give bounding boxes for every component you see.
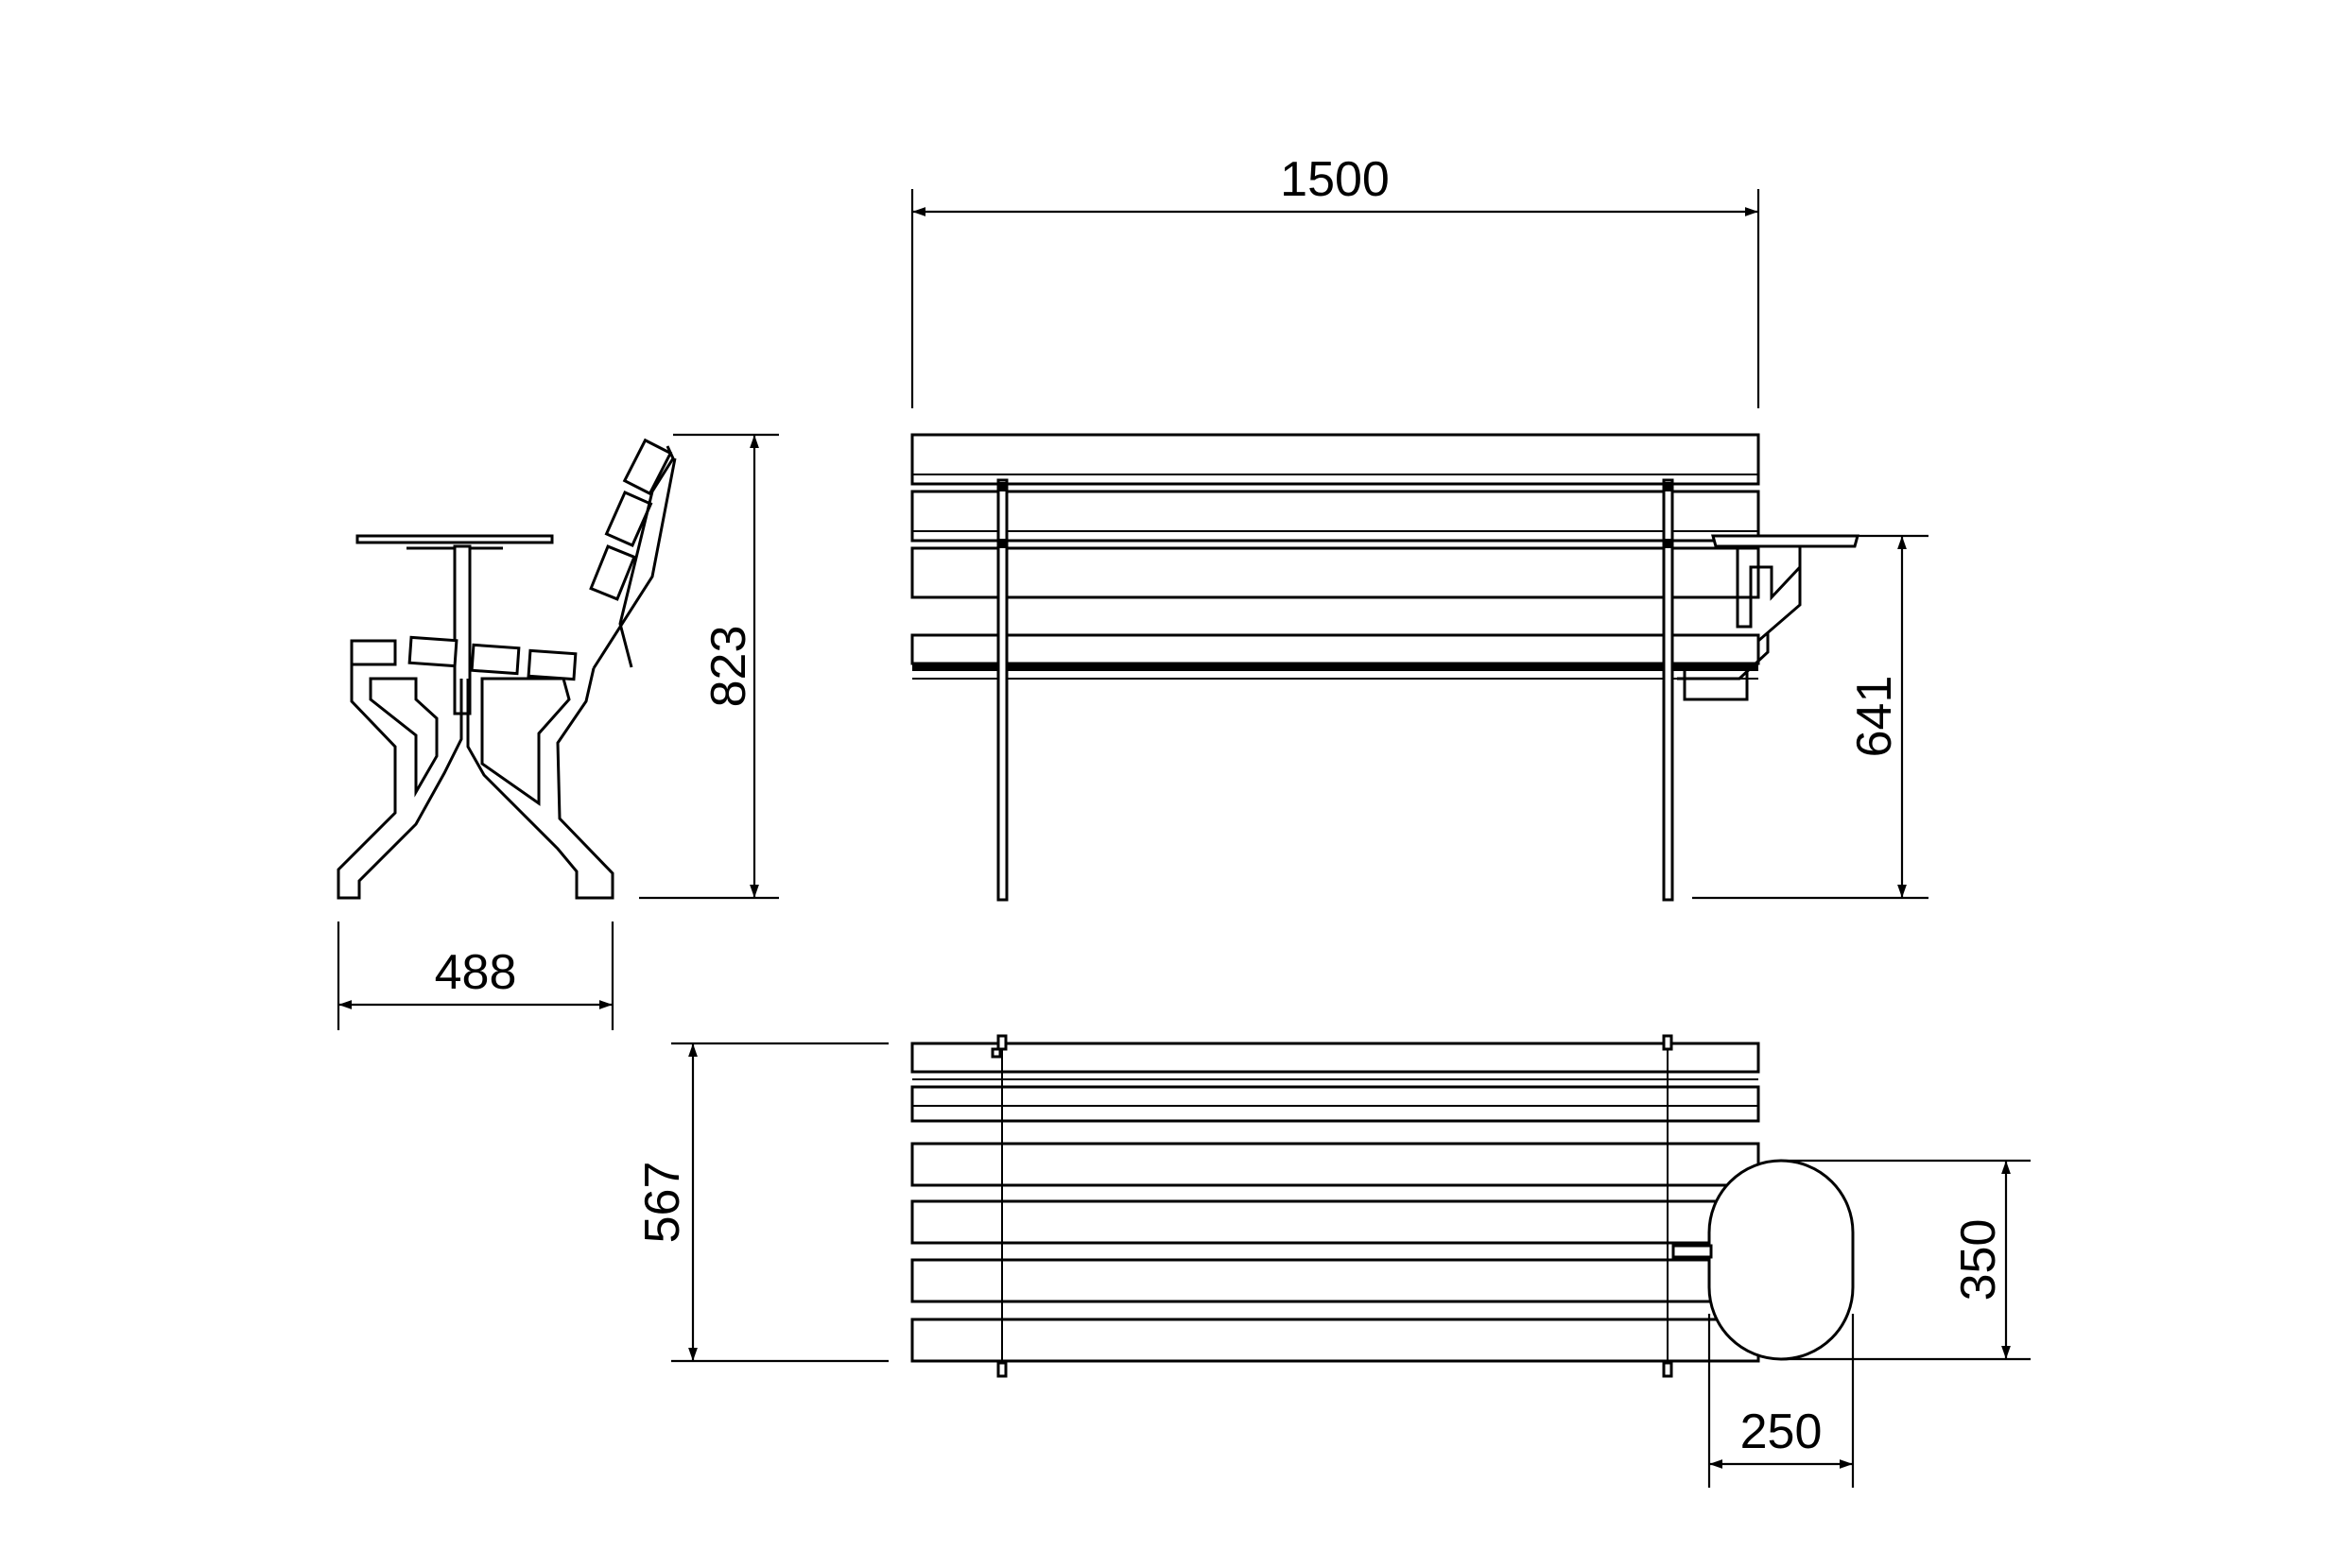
side-seat-slat bbox=[527, 648, 578, 681]
side-right-leg bbox=[466, 667, 614, 900]
side-seat-slat bbox=[407, 635, 458, 668]
top-seat-slat bbox=[910, 1318, 1760, 1363]
front-seat-slat bbox=[910, 633, 1760, 665]
dim-table-width: 250 bbox=[1707, 1314, 1855, 1488]
front-right-leg bbox=[1662, 478, 1674, 902]
dim-seat-depth: 567 bbox=[635, 1042, 889, 1363]
front-table-arm-inner bbox=[1677, 633, 1770, 681]
dim-table-depth: 350 bbox=[1781, 1159, 2031, 1361]
side-view bbox=[337, 438, 677, 900]
top-seat-slat bbox=[910, 1199, 1760, 1245]
top-seat-slat bbox=[910, 1142, 1760, 1187]
top-side-table bbox=[1707, 1159, 1855, 1361]
side-back-support bbox=[618, 445, 675, 668]
dim-label-1500: 1500 bbox=[1280, 152, 1390, 207]
dim-overall-height: 823 bbox=[639, 433, 779, 900]
side-back-slat bbox=[622, 438, 673, 496]
front-back-slat bbox=[910, 490, 1760, 543]
front-view bbox=[910, 433, 1859, 902]
dim-overall-length: 1500 bbox=[910, 152, 1760, 408]
dim-label-567: 567 bbox=[635, 1162, 690, 1244]
side-seat-slat bbox=[470, 643, 521, 676]
side-left-leg bbox=[337, 664, 463, 900]
front-table-arm bbox=[1683, 567, 1802, 701]
front-seat-shadow bbox=[912, 663, 1758, 671]
top-bolt bbox=[991, 1047, 1002, 1059]
side-seat-slat bbox=[350, 639, 397, 666]
side-right-leg-cutout bbox=[480, 677, 571, 806]
front-left-leg bbox=[996, 478, 1009, 902]
dim-label-823: 823 bbox=[701, 626, 756, 708]
top-view bbox=[910, 1034, 1855, 1378]
side-back-support-inner bbox=[592, 457, 677, 669]
top-back-slat bbox=[910, 1085, 1760, 1123]
dim-label-250: 250 bbox=[1740, 1404, 1823, 1459]
top-back-slat bbox=[910, 1042, 1760, 1074]
side-table-top bbox=[355, 534, 554, 544]
front-table-bracket bbox=[1736, 546, 1802, 629]
side-back-slat bbox=[589, 544, 636, 601]
side-left-leg-cutout bbox=[369, 677, 439, 798]
front-back-slat bbox=[910, 433, 1760, 486]
top-table-arm bbox=[1671, 1244, 1713, 1259]
dim-label-488: 488 bbox=[435, 945, 517, 1000]
front-back-slat bbox=[910, 546, 1760, 599]
side-back-slat bbox=[604, 490, 653, 548]
top-seat-slat bbox=[910, 1258, 1760, 1303]
dim-overall-depth: 488 bbox=[337, 922, 614, 1030]
dim-label-350: 350 bbox=[1951, 1219, 2006, 1301]
dim-table-height: 641 bbox=[1692, 534, 1928, 900]
front-table-top bbox=[1711, 534, 1859, 548]
dim-label-641: 641 bbox=[1847, 676, 1902, 758]
